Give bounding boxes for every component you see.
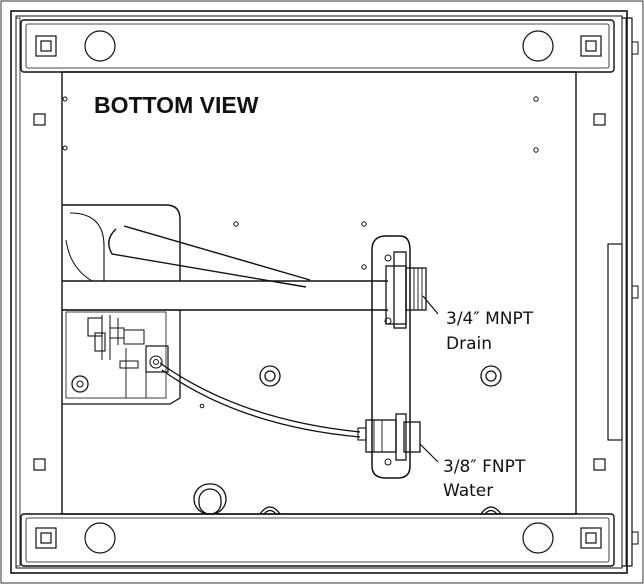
drain-pipe — [62, 225, 388, 311]
water-tube — [159, 362, 367, 441]
rail-square-mounts — [35, 35, 602, 549]
bottom-plate — [61, 71, 577, 515]
side-squares — [33, 113, 606, 471]
tank-assembly — [62, 204, 181, 405]
plate-dots — [62, 96, 539, 409]
right-bolt-3 — [631, 531, 639, 545]
drain-size-label: 3/4″ MNPT — [446, 309, 534, 329]
top-rail — [20, 19, 615, 73]
rail-round-holes — [84, 30, 554, 554]
water-size-label: 3/8″ FNPT — [443, 457, 526, 477]
bottom-rail — [20, 513, 615, 567]
water-name-label: Water — [443, 481, 493, 501]
drain-fitting — [385, 251, 427, 329]
view-title: BOTTOM VIEW — [94, 92, 259, 118]
water-fitting — [365, 413, 421, 461]
plate-bosses — [193, 365, 502, 515]
drain-name-label: Drain — [446, 334, 492, 354]
cabinet-outline — [10, 10, 628, 574]
top-rail-inner — [25, 23, 610, 69]
drain-leader-line — [422, 295, 439, 315]
right-bolt-2 — [631, 285, 639, 299]
water-leader-line — [419, 443, 439, 463]
bottom-rail-inner — [25, 517, 610, 563]
left-flange — [16, 17, 21, 567]
right-handle — [607, 243, 623, 441]
right-bolt-1 — [631, 41, 639, 55]
